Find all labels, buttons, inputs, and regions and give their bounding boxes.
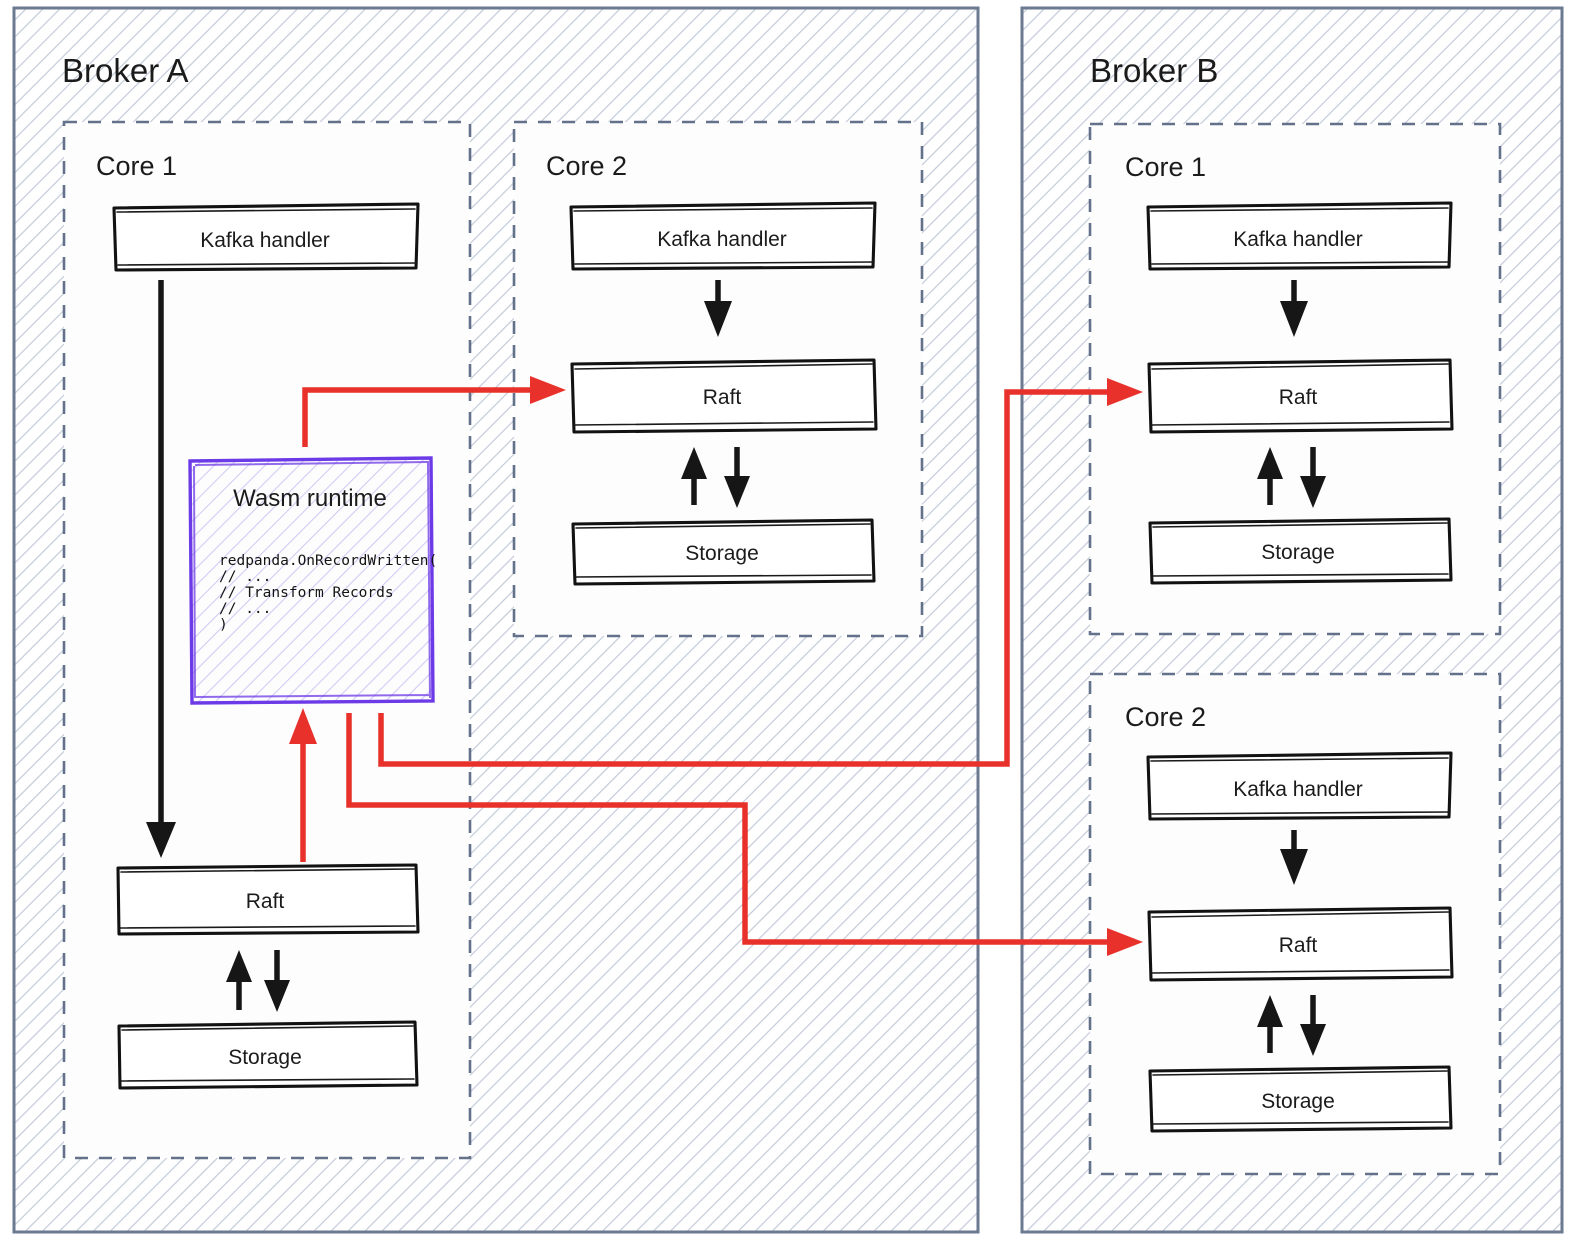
a1-raft-box[interactable]: Raft [116,863,420,936]
conn-a2-storage-to-raft-up [681,447,707,505]
conn-b1-raft-to-storage-down [1300,447,1326,508]
wasm-code-block: redpanda.OnRecordWritten( // ... // Tran… [219,553,437,633]
broker-a-core-1-title: Core 1 [96,151,177,181]
conn-a1-kafka-to-raft [146,280,176,858]
conn-wasm-to-b1-raft [378,378,1143,767]
b2-raft-box[interactable]: Raft [1147,906,1454,982]
b2-kafka-handler-label: Kafka handler [1233,778,1363,801]
b2-storage-label: Storage [1261,1090,1335,1113]
broker-a-core-2-container: Core 2 Kafka handler Raft [512,120,924,638]
conn-a1-storage-to-raft-up [226,950,252,1010]
a2-kafka-handler-label: Kafka handler [657,228,787,251]
conn-a2-kafka-to-raft [704,280,732,337]
b2-kafka-handler-box[interactable]: Kafka handler [1146,751,1453,821]
broker-b-core-1-title: Core 1 [1125,152,1206,182]
a1-storage-label: Storage [228,1046,302,1069]
code-line-1: // ... [219,569,271,585]
conn-a1-raft-to-wasm [289,708,317,862]
broker-b-core-2-container: Core 2 Kafka handler Raft [1088,672,1502,1176]
code-line-4: ) [219,617,228,633]
a2-storage-box[interactable]: Storage [571,518,876,586]
b1-storage-label: Storage [1261,541,1335,564]
b1-raft-box[interactable]: Raft [1147,358,1454,434]
broker-b-title: Broker B [1090,52,1218,89]
a1-wasm-runtime-box[interactable]: Wasm runtime redpanda.OnRecordWritten( /… [188,456,437,705]
broker-b-container: Broker B Core 1 Kafka handler Raft [1020,6,1564,1234]
broker-a-core-1-container: Core 1 Kafka handler Wasm runtime [62,120,472,1160]
broker-a-container: Broker A Core 1 Kafka handler [12,6,980,1234]
code-line-2: // Transform Records [219,585,394,601]
code-line-0: redpanda.OnRecordWritten( [219,553,437,569]
a1-kafka-handler-label: Kafka handler [200,229,330,252]
conn-b2-storage-to-raft-up [1257,995,1283,1053]
b2-storage-box[interactable]: Storage [1148,1065,1453,1133]
b2-raft-label: Raft [1279,934,1318,957]
conn-b2-kafka-to-raft [1280,830,1308,885]
a2-raft-box[interactable]: Raft [570,358,878,434]
a1-storage-box[interactable]: Storage [117,1020,419,1090]
conn-b1-kafka-to-raft [1280,280,1308,337]
conn-b1-storage-to-raft-up [1257,447,1283,505]
b1-kafka-handler-label: Kafka handler [1233,228,1363,251]
broker-a-core-2-title: Core 2 [546,151,627,181]
a1-kafka-handler-box[interactable]: Kafka handler [112,202,420,272]
code-line-3: // ... [219,601,271,617]
a2-kafka-handler-box[interactable]: Kafka handler [569,201,877,271]
conn-a2-raft-to-storage-down [724,447,750,508]
broker-b-core-1-container: Core 1 Kafka handler Raft [1088,122,1502,636]
b1-raft-label: Raft [1279,386,1318,409]
broker-b-core-2-title: Core 2 [1125,702,1206,732]
b1-kafka-handler-box[interactable]: Kafka handler [1146,201,1453,271]
conn-b2-raft-to-storage-down [1300,995,1326,1056]
conn-a1-raft-to-storage-down [264,950,290,1012]
a2-raft-label: Raft [703,386,742,409]
a2-storage-label: Storage [685,542,759,565]
broker-a-title: Broker A [62,52,189,89]
conn-wasm-to-a2-raft [302,376,566,447]
a1-raft-label: Raft [246,890,285,913]
b1-storage-box[interactable]: Storage [1148,517,1453,585]
conn-wasm-to-b2-raft [346,713,1143,956]
a1-wasm-runtime-label: Wasm runtime [233,485,387,512]
